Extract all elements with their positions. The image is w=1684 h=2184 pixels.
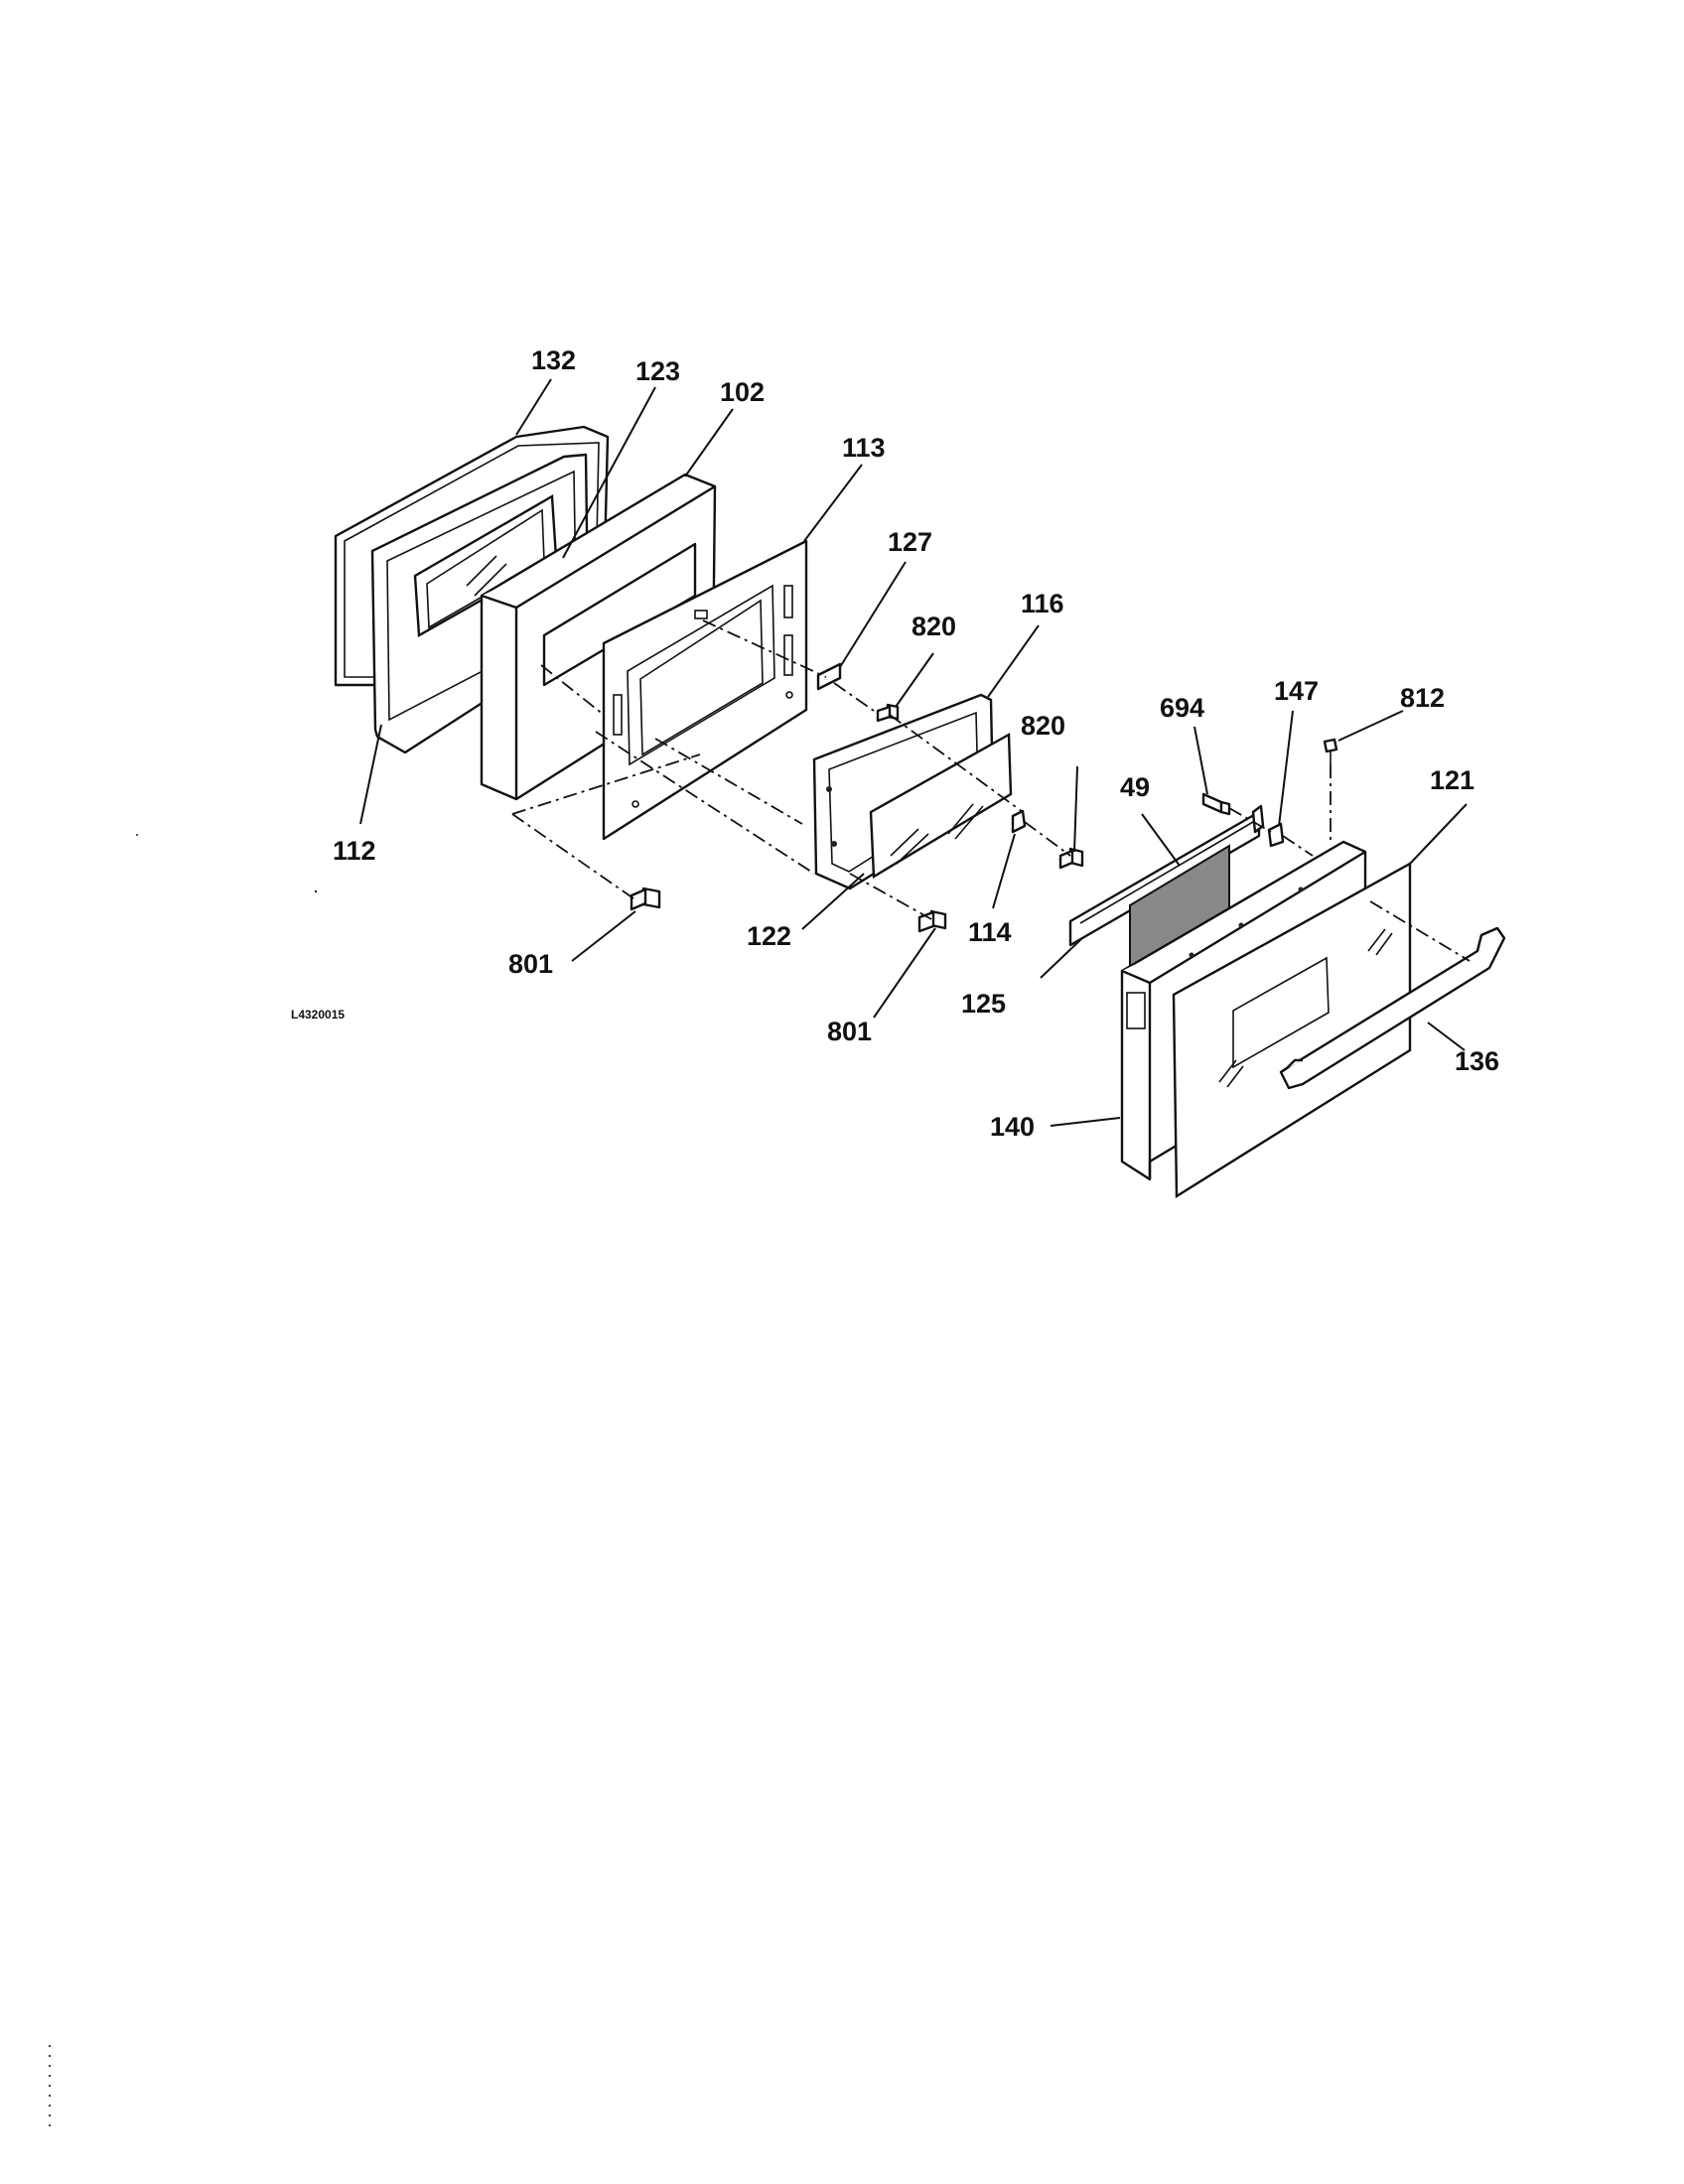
callout-122: 122 — [747, 921, 791, 951]
callout-123: 123 — [635, 356, 680, 386]
part-812-screw — [1323, 738, 1338, 764]
callout-147: 147 — [1274, 676, 1319, 706]
part-801-screw-middle — [917, 909, 947, 933]
callout-labels: 132 123 102 113 127 820 116 820 694 147 … — [291, 345, 1499, 1142]
part-820-screw-lower — [1058, 847, 1084, 870]
assembly-lines — [511, 619, 1471, 962]
callout-102: 102 — [720, 377, 765, 407]
scan-marks — [49, 834, 318, 2134]
part-147-grommet — [1267, 822, 1285, 848]
callout-125: 125 — [961, 989, 1006, 1019]
callout-820-lower: 820 — [1021, 711, 1065, 741]
part-125-vent-channel — [1068, 804, 1265, 947]
part-127-square — [816, 662, 842, 691]
part-102-insulation — [480, 473, 717, 801]
part-113-inner-door-panel — [602, 539, 808, 841]
part-114-clip — [1011, 809, 1027, 834]
callout-820-upper: 820 — [912, 612, 956, 641]
part-122-glass-panel — [869, 732, 1013, 880]
callout-694: 694 — [1160, 693, 1204, 723]
callout-114: 114 — [968, 917, 1012, 947]
callout-49: 49 — [1120, 772, 1150, 802]
callout-116: 116 — [1021, 589, 1064, 618]
part-694-screw — [1201, 792, 1231, 816]
callout-132: 132 — [531, 345, 576, 375]
callout-140: 140 — [990, 1112, 1035, 1142]
leader-lines — [359, 378, 1468, 1127]
callout-801-middle: 801 — [827, 1017, 872, 1046]
callout-136: 136 — [1455, 1046, 1499, 1076]
callout-121: 121 — [1430, 765, 1474, 795]
part-136-door-handle — [1279, 926, 1506, 1090]
callout-127: 127 — [888, 527, 932, 557]
part-801-screw-left — [630, 887, 661, 911]
part-820-screw-upper — [876, 703, 900, 723]
part-121-outer-glass — [1172, 861, 1412, 1199]
callout-113: 113 — [842, 433, 886, 463]
callout-801-left: 801 — [508, 949, 553, 979]
callout-812: 812 — [1400, 683, 1445, 713]
callout-112: 112 — [333, 836, 376, 866]
diagram-code: L4320015 — [291, 1008, 345, 1022]
